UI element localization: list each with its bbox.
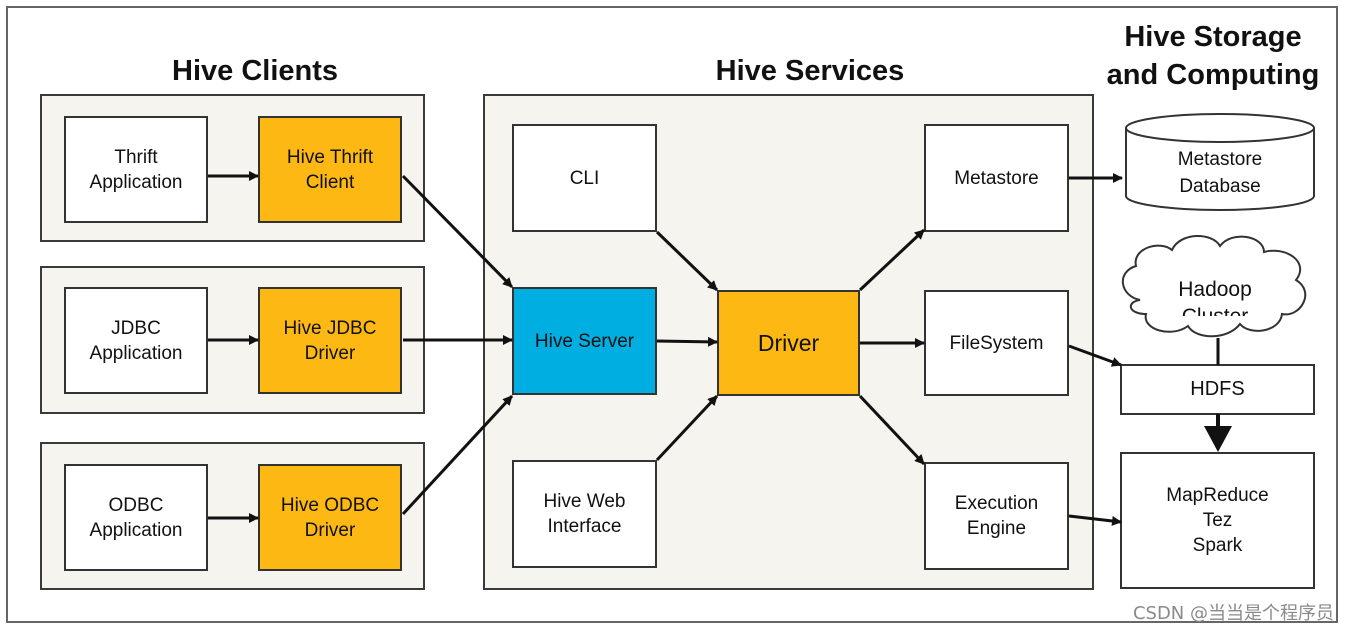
arrow-odbc-driver-to-server [401,394,514,516]
arrow-driver-to-metastore [858,228,926,292]
odbc-application-box: ODBC Application [64,464,208,571]
heading-hive-services: Hive Services [715,55,905,87]
hive-web-interface-label: Hive Web Interface [543,491,626,537]
execution-engine-box: Execution Engine [924,462,1069,570]
filesystem-label: FileSystem [949,332,1044,354]
watermark: CSDN @当当是个程序员 [1132,603,1334,624]
cli-box: CLI [512,124,657,232]
odbc-application-label: ODBC Application [89,494,183,541]
hive-server-label: Hive Server [534,330,635,352]
hadoop-cluster-cloud [1121,234,1307,338]
hive-web-interface-box: Hive Web Interface [512,460,657,568]
thrift-application-box: Thrift Application [64,116,208,223]
arrow-thrift-client-to-server [401,174,514,289]
arrow-web-to-driver [655,394,719,462]
driver-label: Driver [757,329,820,356]
jdbc-application-label: JDBC Application [89,317,183,364]
arrow-cli-to-driver [655,230,719,292]
hive-jdbc-driver-label: Hive JDBC Driver [283,317,377,364]
execution-engine-label: Execution Engine [954,493,1039,539]
heading-hive-clients: Hive Clients [172,55,338,87]
hadoop-cluster-label: Hadoop Cluster [1178,278,1252,316]
hdfs-label: HDFS [1190,378,1245,400]
arrow-execution-to-compute [1068,514,1122,526]
compute-engines-label: MapReduce Tez Spark [1166,485,1269,556]
metastore-label: Metastore [954,167,1039,189]
hive-server-box: Hive Server [512,287,657,395]
hdfs-label-box: HDFS [1121,365,1314,414]
compute-label-box: MapReduce Tez Spark [1121,453,1314,588]
arrow-driver-to-execution [858,394,926,466]
metastore-box: Metastore [924,124,1069,232]
hive-jdbc-driver-box: Hive JDBC Driver [258,287,402,394]
arrow-filesystem-to-hdfs [1068,344,1122,367]
hive-odbc-driver-box: Hive ODBC Driver [258,464,402,571]
heading-hive-storage: Hive Storage and Computing [1106,21,1320,91]
filesystem-box: FileSystem [924,290,1069,396]
driver-box: Driver [717,290,860,396]
metastore-database-label: Metastore Database [1177,149,1263,197]
cli-label: CLI [569,167,600,189]
hive-odbc-driver-label: Hive ODBC Driver [280,494,380,541]
metastore-database-cylinder [1125,113,1315,211]
thrift-application-label: Thrift Application [89,146,183,193]
hive-thrift-client-box: Hive Thrift Client [258,116,402,223]
jdbc-application-box: JDBC Application [64,287,208,394]
arrow-server-to-driver [656,336,718,347]
arrow-hdfs-to-compute-head [1204,426,1232,452]
hive-thrift-client-label: Hive Thrift Client [286,146,374,193]
